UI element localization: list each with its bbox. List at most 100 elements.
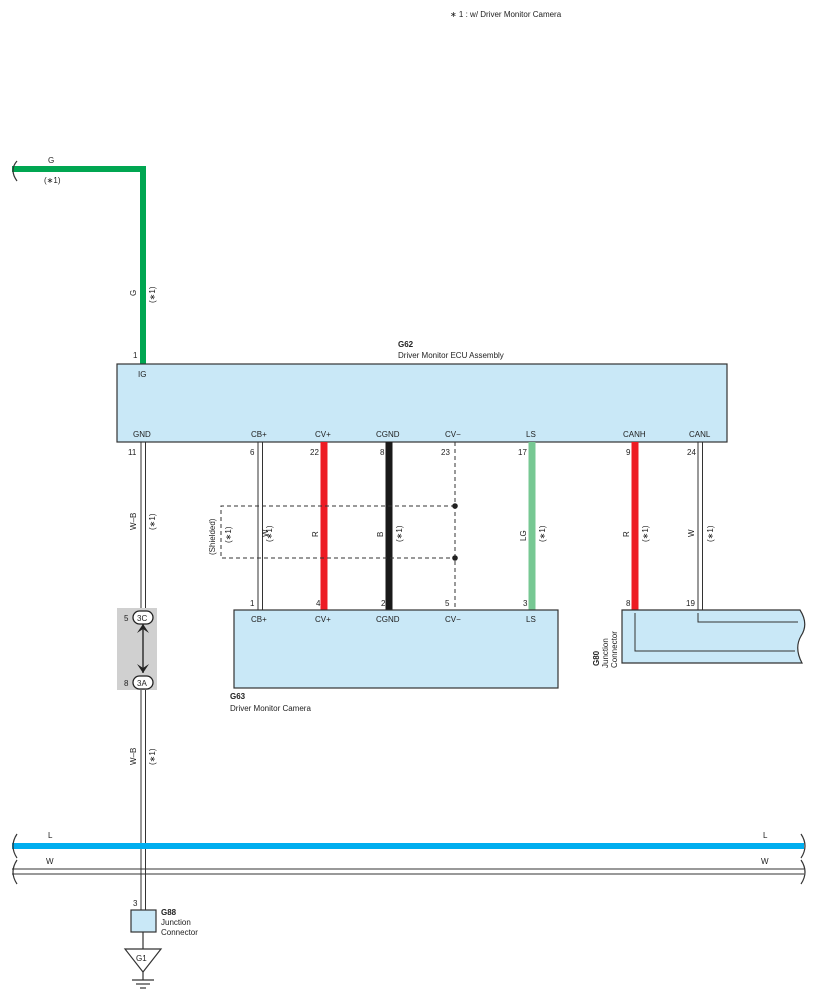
canh-wire-color-label: R — [622, 531, 631, 537]
ecu-name: Driver Monitor ECU Assembly — [398, 351, 504, 360]
bus-w-wire — [12, 868, 804, 875]
ig-wire — [12, 160, 146, 364]
camera-pin-numbers: 1 4 2 5 3 — [250, 599, 528, 608]
g80-name-line1: Junction — [601, 638, 610, 668]
ecu-pin-cb-plus: 6 — [250, 448, 255, 457]
ecu-term-ls: LS — [526, 430, 536, 439]
cam-pin-cgnd: 2 — [381, 599, 386, 608]
ecu-pin-canh: 9 — [626, 448, 631, 457]
camera-code: G63 — [230, 692, 246, 701]
shield-label: (Shielded) — [208, 518, 217, 555]
cam-term-cgnd: CGND — [376, 615, 400, 624]
ecu-body — [116, 363, 728, 443]
connector-arrow-down-icon — [137, 664, 149, 673]
cgnd-wire-note-label: (∗1) — [395, 525, 404, 542]
g80-canh-trace — [634, 613, 795, 652]
ecu-term-cv-plus: CV+ — [315, 430, 331, 439]
camera-name: Driver Monitor Camera — [230, 704, 311, 713]
cgnd-wire-color-label: B — [376, 532, 385, 537]
bus-break-right-top-icon — [800, 833, 806, 859]
g-vert-note-label: (∗1) — [148, 286, 157, 303]
ecu-pin-gnd: 11 — [128, 448, 137, 457]
cv-minus-shield — [220, 442, 458, 610]
ecu-term-cb-plus: CB+ — [251, 430, 267, 439]
bus-w-left-label: W — [46, 857, 54, 866]
connector-top-label: 3C — [137, 614, 147, 623]
wb-lower-note-label: (∗1) — [148, 748, 157, 765]
bus-l-right-label: L — [763, 831, 768, 840]
canl-wire-w — [697, 442, 703, 610]
cam-pin-cv-plus: 4 — [316, 599, 321, 608]
ecu-terminal-labels: GND CB+ CV+ CGND CV− LS CANH CANL — [133, 430, 711, 439]
connector-3c-oval-icon — [132, 610, 154, 625]
g88-code: G88 — [161, 908, 177, 917]
g88-name-line2: Connector — [161, 928, 198, 937]
cam-pin-ls: 3 — [523, 599, 528, 608]
g88-name-line1: Junction — [161, 918, 191, 927]
canl-wire-color-label: W — [687, 529, 696, 537]
ecu-pin-canl: 24 — [687, 448, 696, 457]
ls-wire-note-label: (∗1) — [538, 525, 547, 542]
ecu-pin-numbers: 11 6 22 8 23 17 9 24 — [128, 448, 696, 457]
ecu-pin-cgnd: 8 — [380, 448, 385, 457]
bus-break-right-bottom-icon — [800, 859, 806, 885]
g80-name-line2: Connector — [610, 631, 619, 668]
g80-connector-body — [621, 609, 806, 664]
ecu-ig-label: IG — [138, 370, 146, 379]
ecu-term-cv-minus: CV− — [445, 430, 461, 439]
ecu-pin-cv-minus: 23 — [441, 448, 450, 457]
camera-terminal-labels: CB+ CV+ CGND CV− LS — [251, 615, 536, 624]
wb-upper-color-label: W–B — [129, 513, 138, 530]
ecu-term-cgnd: CGND — [376, 430, 400, 439]
g80-code: G80 — [592, 650, 601, 666]
inline-connector — [117, 608, 157, 690]
cam-term-cv-minus: CV− — [445, 615, 461, 624]
canl-wire-note-label: (∗1) — [706, 525, 715, 542]
g-top-note-label: (∗1) — [44, 176, 61, 185]
ecu-pin-ls: 17 — [518, 448, 527, 457]
wire-break-left-icon — [12, 160, 18, 182]
bus-break-left-bottom-icon — [12, 859, 18, 885]
ecu-term-gnd: GND — [133, 430, 151, 439]
canh-wire-note-label: (∗1) — [641, 525, 650, 542]
cb-wire-w — [257, 442, 263, 610]
connector-top-pin: 5 — [124, 614, 129, 623]
ecu-code: G62 — [398, 340, 414, 349]
g80-pin-canh: 8 — [626, 599, 631, 608]
bus-break-left-top-icon — [12, 833, 18, 859]
ground-label: G1 — [136, 954, 147, 963]
g88-pin: 3 — [133, 899, 138, 908]
connector-3a-oval-icon — [132, 675, 154, 690]
shield-note-label: (∗1) — [224, 526, 233, 543]
connector-bottom-label: 3A — [137, 679, 147, 688]
ecu-term-canh: CANH — [623, 430, 646, 439]
camera-body — [233, 609, 559, 689]
wb-upper-note-label: (∗1) — [148, 513, 157, 530]
g-top-color-label: G — [48, 156, 54, 165]
footnote-legend: ∗ 1 : w/ Driver Monitor Camera — [450, 10, 562, 19]
cv-plus-wire-color-label: R — [311, 531, 320, 537]
connector-bottom-pin: 8 — [124, 679, 129, 688]
bus-l-left-label: L — [48, 831, 53, 840]
g-vert-color-label: G — [129, 290, 138, 296]
cam-pin-cv-minus: 5 — [445, 599, 450, 608]
g88-connector-body — [130, 909, 157, 933]
ecu-term-canl: CANL — [689, 430, 711, 439]
bus-w-right-label: W — [761, 857, 769, 866]
ground-symbol-icon — [123, 948, 163, 989]
wb-lower-color-label: W–B — [129, 748, 138, 765]
ecu-ig-pin: 1 — [133, 351, 138, 360]
g80-pin-canl: 19 — [686, 599, 695, 608]
g80-canl-trace — [697, 613, 798, 623]
cam-term-cv-plus: CV+ — [315, 615, 331, 624]
ls-wire-color-label: LG — [519, 530, 528, 541]
cam-term-cb-plus: CB+ — [251, 615, 267, 624]
cb-wire-color-label: W — [261, 529, 270, 537]
cam-term-ls: LS — [526, 615, 536, 624]
cb-wire-note-label: (∗1) — [265, 525, 274, 542]
cam-pin-cb-plus: 1 — [250, 599, 255, 608]
connector-arrow-up-icon — [137, 624, 149, 633]
ecu-pin-cv-plus: 22 — [310, 448, 319, 457]
bus-break-marks — [12, 833, 806, 885]
